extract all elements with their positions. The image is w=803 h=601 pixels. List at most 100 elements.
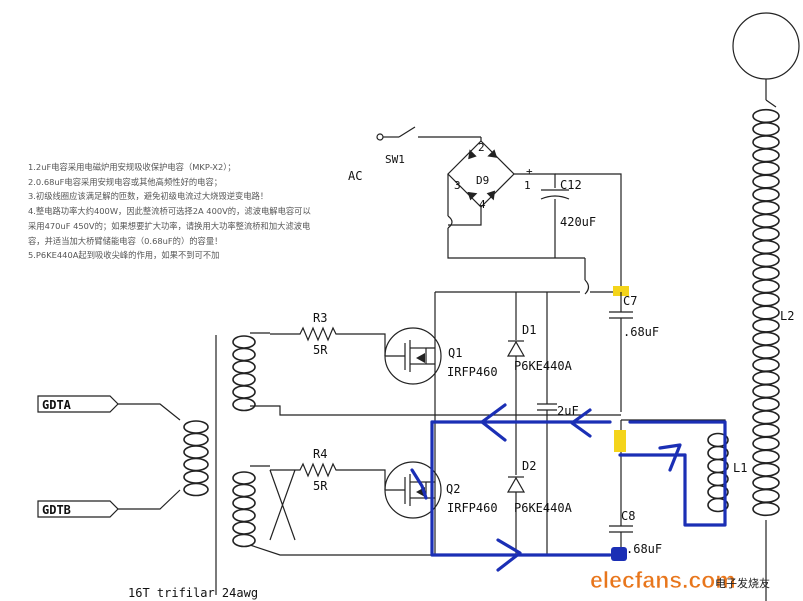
dc-return-wire	[447, 228, 585, 259]
d1-triangle	[506, 340, 526, 357]
arrow-left-2	[570, 408, 592, 438]
bridge-pin-2: 2	[478, 141, 485, 154]
q2-part: IRFP460	[447, 501, 498, 515]
gdt-secondary-a-turn	[232, 372, 256, 387]
d2-label: D2	[522, 459, 536, 473]
note-5: 5.P6KE440A起到吸收尖峰的作用，如果不到可不加	[28, 250, 220, 261]
sw1-label: SW1	[385, 153, 405, 166]
c7-highlight	[613, 286, 629, 296]
q1-label: Q1	[448, 346, 462, 360]
gdt-primary-turn	[183, 482, 209, 497]
secondary-coil-l2	[752, 108, 780, 517]
gdt-secondary-b-turn	[232, 471, 256, 485]
gdta-tag: GDTA	[37, 395, 119, 413]
l2-winding-turn	[752, 357, 780, 373]
l2-winding-turn	[752, 213, 780, 228]
d2-triangle	[506, 476, 526, 493]
l2-label: L2	[780, 309, 794, 323]
gdt-secondary-a-turn	[232, 335, 256, 349]
gdt-primary-turn	[183, 470, 209, 484]
d9-label: D9	[476, 174, 489, 187]
d1-label: D1	[522, 323, 536, 337]
c7-value: .68uF	[623, 325, 659, 339]
r4-resistor	[270, 462, 386, 490]
gdt-primary-turn	[183, 432, 209, 447]
current-path-highlight	[410, 403, 727, 572]
blue-node-dot	[611, 547, 627, 561]
c12-label: C12	[560, 178, 582, 192]
cmid-value: 2uF	[557, 404, 579, 418]
arrow-right-bottom	[496, 538, 522, 572]
l2-winding-turn	[752, 436, 780, 451]
gdt-secondary-b-turn	[232, 483, 256, 498]
gdt-secondary-a-turn	[232, 360, 256, 374]
sw1-blade	[398, 126, 416, 138]
gdtb-wire	[118, 489, 181, 510]
gdt-lower-wiring	[249, 465, 435, 556]
dc-plus-rail	[555, 173, 622, 290]
l2-winding-turn	[752, 187, 780, 202]
watermark: elecfans.com 电子发烧友	[590, 567, 770, 594]
yellow-marker-mid	[614, 430, 626, 452]
l2-winding-turn	[752, 488, 780, 504]
l1-label: L1	[733, 461, 747, 475]
arrow-into-primary	[658, 443, 682, 472]
ac-terminal	[376, 133, 384, 141]
l2-winding-turn	[752, 161, 780, 176]
r4-value: 5R	[313, 479, 328, 493]
top-load-wire-bend	[765, 99, 777, 108]
l2-winding-turn	[752, 462, 780, 477]
gdt-secondary-b-turn	[232, 533, 256, 548]
note-2: 2.0.68uF电容采用安规电容或其他高频性好的电容；	[28, 176, 223, 187]
l2-winding-turn	[752, 475, 780, 490]
l2-winding-turn	[752, 135, 780, 150]
bridge-pin-4: 4	[479, 198, 486, 211]
transformer-note: 16T trifilar 24awg	[128, 586, 258, 600]
gdt-secondary-a-turn	[232, 347, 256, 362]
l2-winding-turn	[752, 122, 780, 137]
note-1: 1.2uF电容采用电磁炉用安规吸收保护电容（MKP-X2）；	[28, 162, 236, 172]
gdt-primary-turn	[183, 457, 209, 472]
highlight-primary-loop	[628, 420, 727, 527]
l2-winding-turn	[752, 279, 780, 294]
l2-winding-turn	[752, 423, 780, 438]
c8-label: C8	[621, 509, 635, 523]
l2-winding-turn	[752, 384, 780, 399]
svg-text:GDTB: GDTB	[42, 503, 71, 517]
gdt-secondary-b-turn	[232, 521, 256, 535]
l2-winding-turn	[752, 108, 780, 124]
dc-plus-wire	[514, 173, 556, 188]
design-notes: 1.2uF电容采用电磁炉用安规吸收保护电容（MKP-X2）； 2.0.68uF电…	[28, 160, 313, 263]
gate-drive-transformer	[183, 335, 256, 548]
l2-winding-turn	[752, 292, 780, 307]
l2-winding-turn	[752, 370, 780, 386]
gdt-primary-turn	[183, 420, 209, 434]
svg-text:电子发烧友: 电子发烧友	[715, 576, 770, 590]
l2-winding-turn	[752, 305, 780, 320]
r3-resistor	[270, 326, 386, 356]
top-load-toroid	[732, 12, 800, 80]
gdt-secondary-a-turn	[232, 385, 256, 399]
gdt-primary-turn	[183, 445, 209, 459]
l2-winding-turn	[752, 226, 780, 241]
c7-label: C7	[623, 294, 637, 308]
svg-text:GDTA: GDTA	[42, 398, 72, 412]
d2-part: P6KE440A	[514, 501, 573, 515]
l2-winding-turn	[752, 253, 780, 268]
bridge-plus: +	[526, 165, 533, 178]
l2-winding-turn	[752, 344, 780, 359]
l2-winding-turn	[752, 501, 780, 517]
bridge-pin-1: 1	[524, 179, 531, 192]
note-4: 4.整电路功率大约400W，因此整流桥可选择2A 400V的，滤波电解电容可以采…	[28, 206, 311, 246]
gdt-secondary-a-turn	[232, 397, 256, 412]
l2-winding-turn	[752, 148, 780, 163]
l1-winding-turn	[707, 497, 729, 513]
gdta-wire	[118, 403, 181, 421]
dc-minus-hop	[584, 279, 590, 295]
q2-label: Q2	[446, 482, 460, 496]
gdtb-tag: GDTB	[37, 500, 119, 518]
wire-crossover	[447, 215, 453, 229]
arrow-left-1	[480, 403, 507, 442]
ac-second-wire	[448, 207, 482, 226]
